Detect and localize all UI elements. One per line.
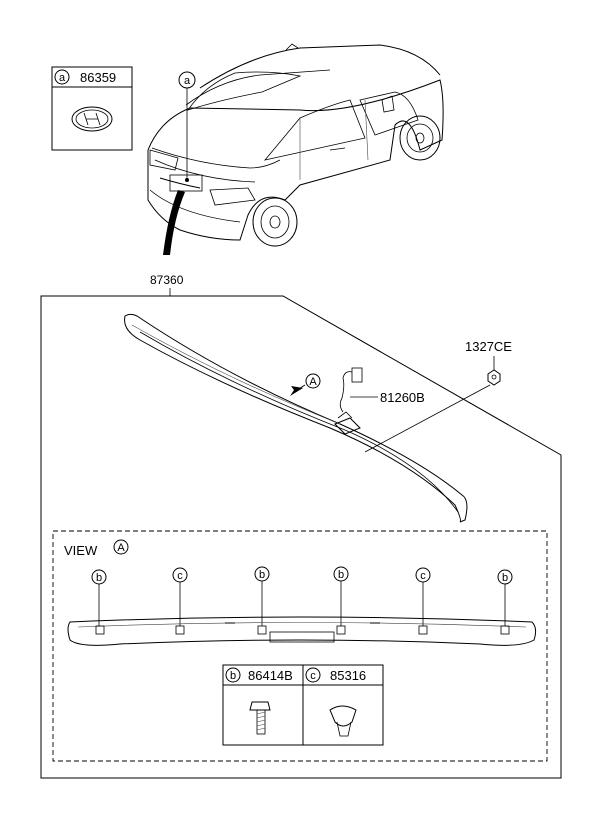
tailgate-garnish <box>124 313 468 523</box>
car-illustration <box>147 43 444 247</box>
svg-text:b: b <box>259 569 265 581</box>
legend-ref-a: a <box>59 72 66 84</box>
legend-part-86359: 86359 <box>80 70 116 85</box>
legend-box-bc: b 86414B c 85316 <box>222 664 384 746</box>
clip-marker: b <box>91 569 107 626</box>
license-lamp <box>334 367 363 435</box>
legend-part-85316: 85316 <box>330 668 366 683</box>
view-label: VIEW <box>64 543 98 558</box>
nut-icon <box>487 369 501 386</box>
legend-ref-b: b <box>230 670 236 682</box>
garnish-rear-view <box>67 616 537 646</box>
clip-marker: b <box>497 569 513 626</box>
car-callout-ref: a <box>184 75 191 87</box>
view-a-box <box>52 530 548 762</box>
legend-ref-c: c <box>310 670 316 682</box>
svg-text:b: b <box>96 572 102 584</box>
lamp-part-label: 81260B <box>380 390 425 405</box>
svg-text:b: b <box>338 569 344 581</box>
clip-marker: c <box>415 567 431 626</box>
hyundai-emblem-icon <box>71 106 113 132</box>
nut-part-label: 1327CE <box>465 339 512 354</box>
bolt-icon <box>249 701 271 735</box>
svg-text:c: c <box>420 570 426 582</box>
clip-icon <box>329 705 357 737</box>
clip-marker: b <box>333 566 349 626</box>
view-ref: A <box>117 542 125 554</box>
view-marker: A <box>309 376 317 388</box>
clip-marker: b <box>254 566 270 626</box>
leader-arrow <box>163 190 185 255</box>
legend-box-a: a 86359 <box>51 66 133 151</box>
svg-text:c: c <box>177 570 183 582</box>
main-part-label: 87360 <box>150 273 184 287</box>
main-frame <box>40 295 562 779</box>
clip-marker: c <box>172 567 188 626</box>
legend-part-86414B: 86414B <box>248 668 293 683</box>
svg-text:b: b <box>502 572 508 584</box>
